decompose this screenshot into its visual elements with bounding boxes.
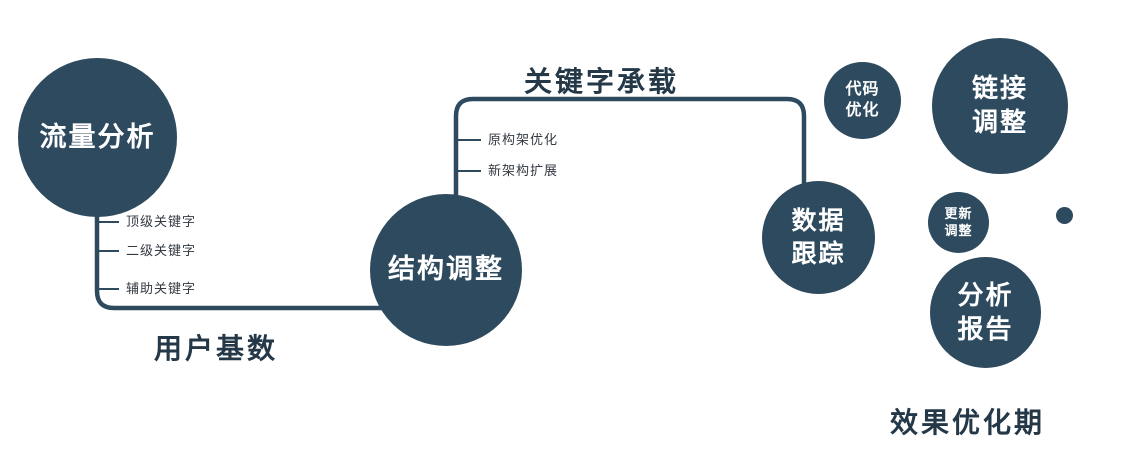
node-traffic-analysis-label: 流量分析 [39, 121, 156, 152]
edge-keyword-carry-path [453, 96, 807, 210]
branch-label-new-architecture: 新架构扩展 [488, 163, 559, 178]
node-data-tracking-line1: 数据 [791, 207, 846, 235]
node-code-optimize-line2: 优化 [845, 101, 880, 119]
edge-label-user-base: 用户基数 [154, 333, 279, 364]
node-structure-adjust-label: 结构调整 [388, 254, 504, 285]
node-structure-adjust: 结构调整 [370, 194, 522, 346]
node-link-adjust-line2: 调整 [971, 107, 1028, 137]
edge-label-keyword-carry: 关键字承载 [524, 66, 680, 97]
node-code-optimize-line1: 代码 [845, 80, 880, 98]
node-update-adjust: 更新 调整 [928, 192, 989, 253]
node-link-adjust-line1: 链接 [971, 73, 1028, 104]
edge-user-base-path [94, 190, 396, 311]
branch-label-top-keywords: 顶级关键字 [126, 214, 197, 229]
caption-effect-optimization: 效果优化期 [890, 407, 1046, 438]
node-link-adjust: 链接 调整 [932, 38, 1068, 174]
node-code-optimize: 代码 优化 [824, 62, 901, 139]
node-analysis-report-line2: 报告 [957, 313, 1014, 344]
node-update-adjust-line1: 更新 [944, 205, 973, 221]
node-analysis-report: 分析 报告 [930, 257, 1041, 368]
node-analysis-report-line1: 分析 [957, 279, 1014, 310]
branch-label-secondary-keywords: 二级关键字 [126, 243, 197, 258]
bullet-dot [1056, 207, 1073, 224]
node-data-tracking-line2: 跟踪 [791, 239, 846, 268]
node-update-adjust-line2: 调整 [944, 222, 973, 238]
branch-label-auxiliary-keywords: 辅助关键字 [126, 281, 197, 296]
branch-label-original-architecture: 原构架优化 [488, 132, 559, 147]
node-data-tracking: 数据 跟踪 [762, 181, 875, 294]
node-traffic-analysis: 流量分析 [18, 58, 177, 217]
